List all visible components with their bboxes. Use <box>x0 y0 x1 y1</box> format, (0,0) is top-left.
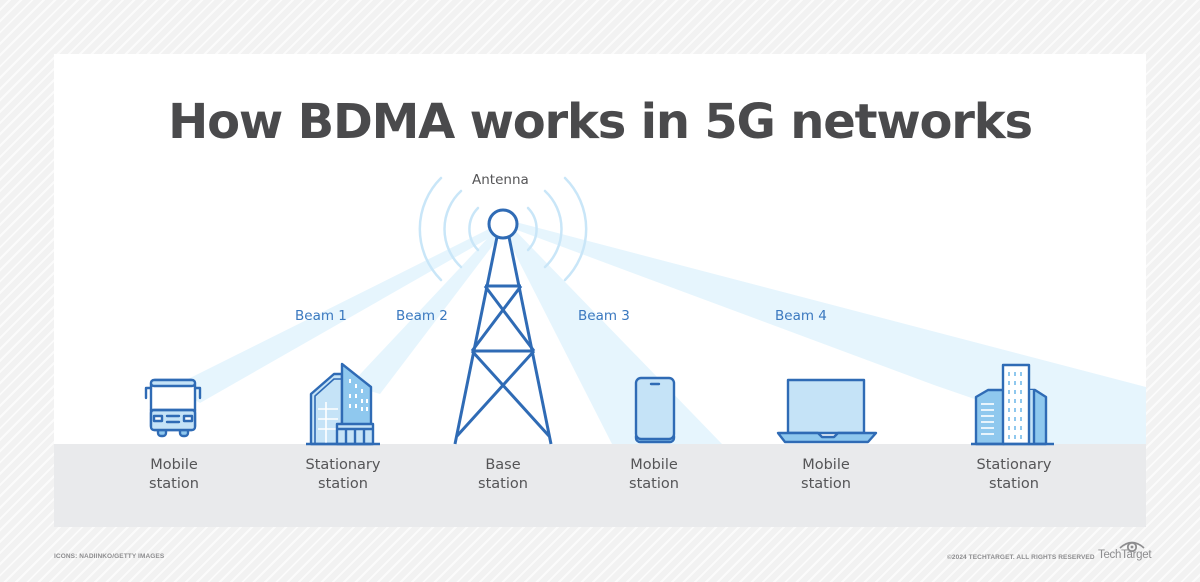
station-label-base: Base station <box>478 457 528 492</box>
station-label-office: Stationary station <box>305 457 381 492</box>
antenna-label: Antenna <box>472 172 529 188</box>
beam-1-label: Beam 1 <box>295 308 347 324</box>
laptop-icon <box>776 378 878 444</box>
techtarget-logo: TechTarget <box>1098 549 1152 561</box>
beam-3-label: Beam 3 <box>578 308 630 324</box>
icon-credit: ICONS: NADIINKO/GETTY IMAGES <box>54 553 165 560</box>
bus-icon <box>144 378 202 438</box>
skyscraper-icon <box>971 363 1054 446</box>
office-building-icon <box>306 362 380 446</box>
diagram-title: How BDMA works in 5G networks <box>168 94 1033 150</box>
beam-2-shape <box>350 222 506 394</box>
diagram-panel: How BDMA works in 5G networks <box>54 54 1146 527</box>
cell-tower-icon <box>453 208 553 445</box>
techtarget-eye-icon <box>1119 541 1145 553</box>
station-label-phone: Mobile station <box>629 457 679 492</box>
signal-waves-icon <box>418 176 588 282</box>
station-label-bus: Mobile station <box>149 457 199 492</box>
beam-4-label: Beam 4 <box>775 308 827 324</box>
beam-2-label: Beam 2 <box>396 308 448 324</box>
beam-1-shape <box>172 222 503 403</box>
station-label-skyscraper: Stationary station <box>976 457 1052 492</box>
beam-4-shape <box>501 219 1146 444</box>
smartphone-icon <box>634 376 676 444</box>
ground-band <box>54 444 1146 527</box>
copyright-notice: ©2024 TECHTARGET. ALL RIGHTS RESERVED <box>947 554 1095 561</box>
station-label-laptop: Mobile station <box>801 457 851 492</box>
diagram-artwork <box>144 176 1146 446</box>
